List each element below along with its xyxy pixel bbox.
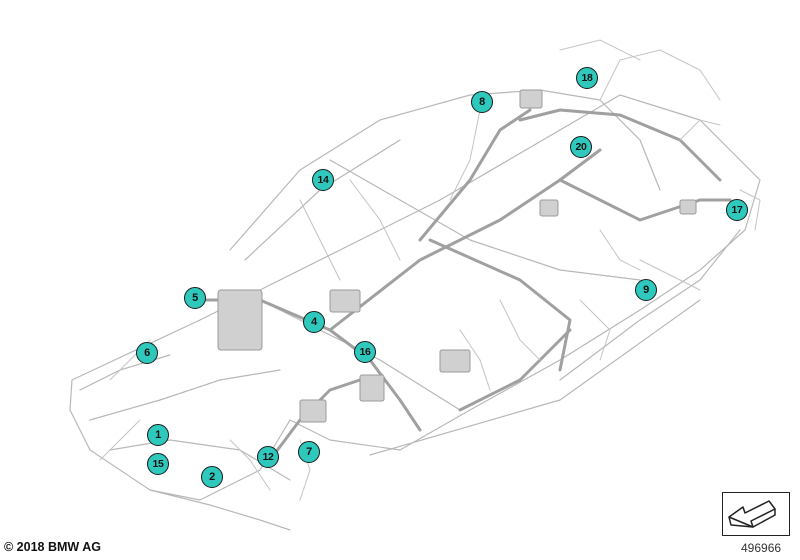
copyright-notice: © 2018 BMW AG xyxy=(4,540,101,554)
callout-2[interactable]: 2 xyxy=(201,466,223,488)
callout-20[interactable]: 20 xyxy=(570,136,592,158)
callout-16[interactable]: 16 xyxy=(354,341,376,363)
forward-arrow-icon xyxy=(728,500,776,528)
nav-arrow-button[interactable] xyxy=(722,492,790,536)
callout-1[interactable]: 1 xyxy=(147,424,169,446)
callout-12[interactable]: 12 xyxy=(257,446,279,468)
callout-18[interactable]: 18 xyxy=(576,67,598,89)
callout-15[interactable]: 15 xyxy=(147,453,169,475)
callout-4[interactable]: 4 xyxy=(303,311,325,333)
callout-5[interactable]: 5 xyxy=(184,287,206,309)
callout-9[interactable]: 9 xyxy=(635,279,657,301)
callout-17[interactable]: 17 xyxy=(726,199,748,221)
callout-6[interactable]: 6 xyxy=(136,342,158,364)
callout-7[interactable]: 7 xyxy=(298,441,320,463)
callout-14[interactable]: 14 xyxy=(312,169,334,191)
callout-8[interactable]: 8 xyxy=(471,91,493,113)
image-number: 496966 xyxy=(741,541,782,555)
